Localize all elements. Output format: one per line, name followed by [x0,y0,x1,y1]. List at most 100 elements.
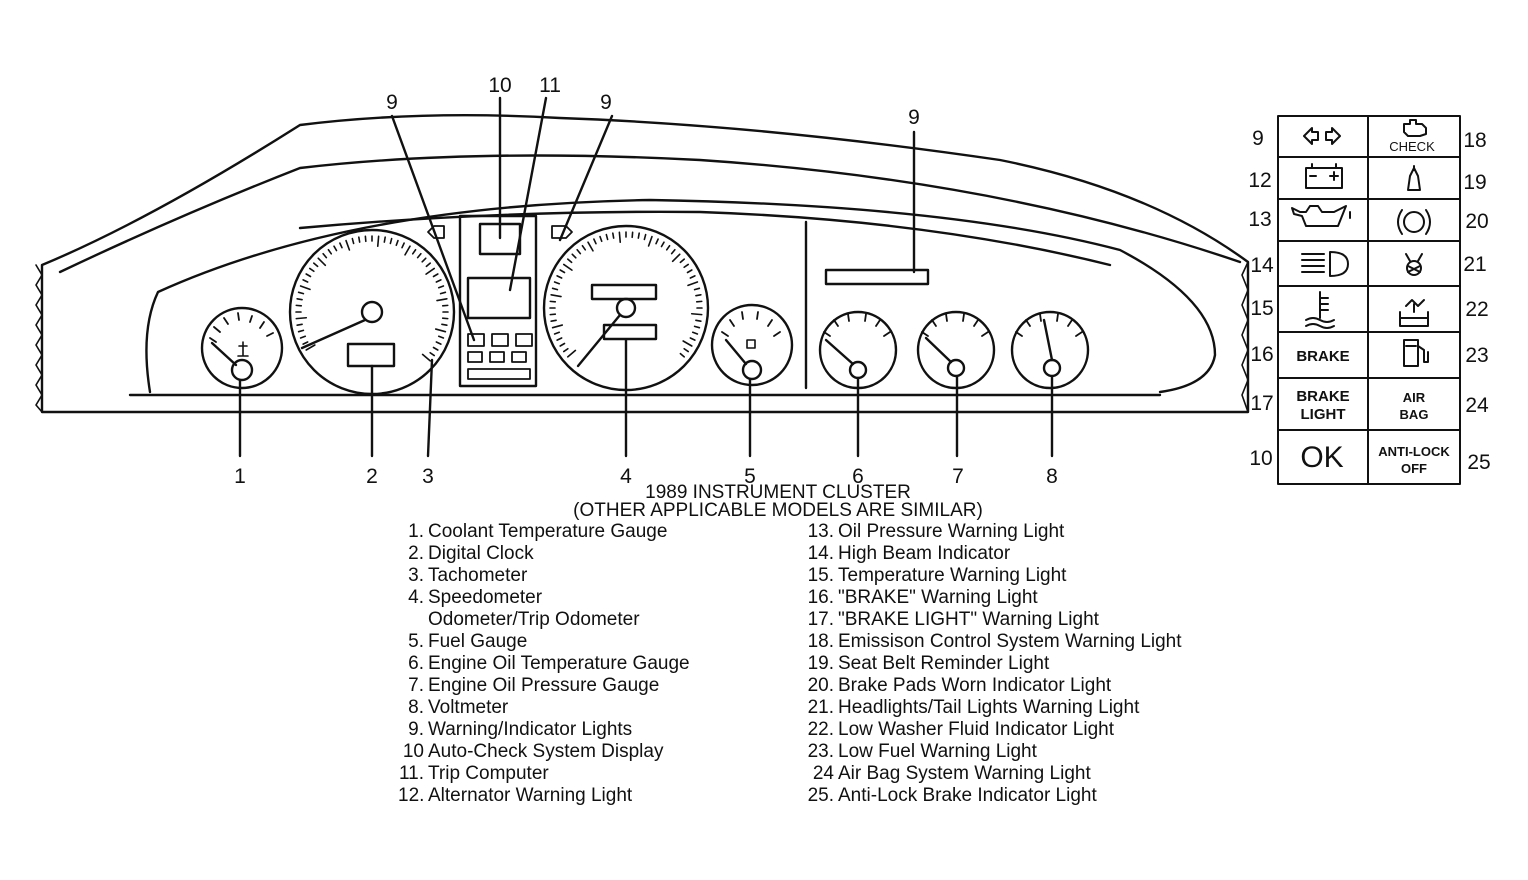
callout-10: 10 [488,74,511,97]
gauge-tick [435,341,442,345]
gauge-tick [551,287,559,291]
legend-item: 11.Trip Computer [398,763,690,785]
engine-oil-temperature-gauge [818,310,898,390]
gauge-tick [395,239,399,247]
fuel-pump-small-icon [746,339,756,349]
gauge-tick [312,262,319,268]
legend-item: 3.Tachometer [398,565,690,587]
legend-item-label: Brake Pads Worn Indicator Light [838,675,1112,696]
legend-item-label: Anti-Lock Brake Indicator Light [838,785,1097,806]
gauge-tick [333,245,338,252]
gauge-tick [432,273,439,278]
turn-signal-icon [1303,127,1341,145]
brake-light-label-2: LIGHT [1301,406,1346,423]
legend-item-number: 16. [807,587,834,608]
legend-item: 22.Low Washer Fluid Indicator Light [802,719,1182,741]
legend-item-label: Alternator Warning Light [428,785,633,806]
gauge-tick [679,352,686,358]
gauge-tick [389,237,393,245]
gauge-tick [683,347,690,353]
legend-item-number: 7. [408,675,424,696]
legend-item: 15.Temperature Warning Light [802,565,1182,587]
legend-item: 8.Voltmeter [398,697,690,719]
legend-item: 21.Headlights/Tail Lights Warning Light [802,697,1182,719]
oil-can-icon [1291,205,1351,227]
gauge-tick [686,269,693,274]
gauge-tick [587,241,594,252]
gauge-7-ticks [921,313,989,337]
legend-item-number: 13. [807,521,834,542]
legend-item: 20.Brake Pads Worn Indicator Light [802,675,1182,697]
legend-item-label: Oil Pressure Warning Light [838,521,1065,542]
legend-item-number: 23. [807,741,834,762]
dashboard-left-edge [35,264,43,413]
gauge-tick [553,331,561,335]
gauge-tick [679,258,686,264]
gauge-tick [425,262,432,268]
gauge-7-needle [924,336,953,364]
fuel-gauge [710,303,794,387]
legend-item-number: 10 [402,741,424,762]
gauge-1-hub [230,358,254,382]
legend-item-number: 15. [807,565,834,586]
gauge-tick [689,337,696,341]
hood-inner-line [58,154,1242,274]
panel-num-18: 18 [1463,129,1486,152]
legend-item-label: Seat Belt Reminder Light [838,653,1050,674]
gauge-tick [416,252,422,259]
brake-light-label-1: BRAKE [1296,388,1349,405]
high-beam-icon [1301,251,1349,277]
caption-title: 1989 INSTRUMENT CLUSTER [645,482,911,503]
gauge-tick [671,253,681,263]
legend-item-label: Emissison Control System Warning Light [838,631,1182,652]
gauge-tick [437,335,445,339]
legend-item: 17."BRAKE LIGHT" Warning Light [802,609,1182,631]
panel-num-24: 24 [1465,394,1489,417]
gauge-tick [339,242,343,249]
gauge-tick [411,248,417,255]
center-panel [458,214,538,388]
callout-11: 11 [539,74,561,97]
legend-item: 2.Digital Clock [398,543,690,565]
gauge-tick [302,341,309,345]
legend-item: 9.Warning/Indicator Lights [398,719,690,741]
gauge-tick [425,267,436,275]
gauge-tick [556,275,563,279]
gauge-tick [612,232,615,239]
legend-item-label: Tachometer [428,565,528,586]
anti-lock-label-2: OFF [1401,461,1427,476]
legend-item: 25.Anti-Lock Brake Indicator Light [802,785,1182,807]
legend-item-number: 2. [408,543,424,564]
legend-item-label: "BRAKE" Warning Light [838,587,1038,608]
gauge-tick [643,233,647,241]
gauge-5-ticks [721,311,781,337]
legend-item-number: 8. [408,697,424,718]
gauge-tick [322,252,328,259]
legend-item-number: 14. [807,543,834,564]
gauge-tick [691,331,699,335]
gauge-tick [305,273,312,278]
gauge-tick [562,263,573,271]
gauge-tick [689,275,696,279]
anti-lock-label-1: ANTI-LOCK [1378,444,1450,459]
gauge-tick [297,329,305,333]
dashboard-right-edge [1241,261,1249,413]
panel-num-16: 16 [1250,343,1273,366]
gauge-tick [618,231,622,244]
legend-item-number: 25. [807,785,834,806]
panel-left-numbers: 9 12 13 14 15 16 17 10 [1248,127,1274,470]
legend-item-label: Coolant Temperature Gauge [428,521,668,542]
legend-item-number: 1. [408,521,424,542]
gauge-tick [556,337,563,341]
message-display [824,268,930,286]
callout-8: 8 [1046,465,1058,488]
panel-num-23: 23 [1465,344,1488,367]
panel-num-13: 13 [1248,208,1271,231]
gauge-tick [605,233,609,241]
gauge-tick [376,235,380,248]
callout-6: 6 [852,465,864,488]
legend-item-label: Engine Oil Temperature Gauge [428,653,690,674]
